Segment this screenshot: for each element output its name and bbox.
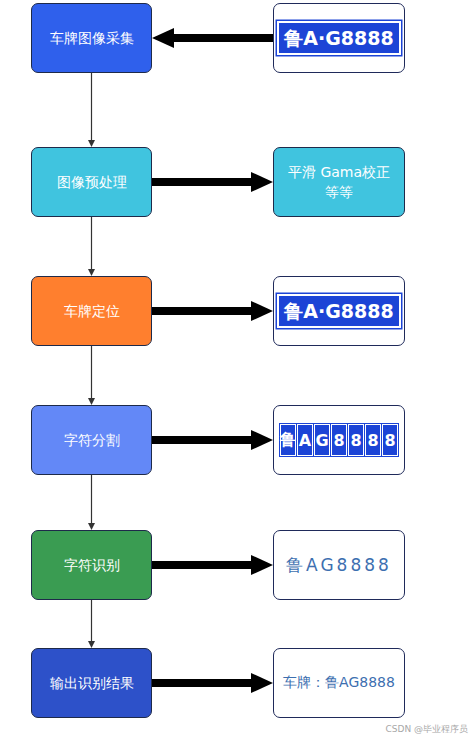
node-text: 车牌图像采集	[50, 28, 134, 48]
node-text: 图像预处理	[57, 172, 127, 192]
plate-character: 8	[348, 424, 364, 456]
plate-illustration: 鲁A·G8888	[277, 294, 400, 328]
thick-arrow	[174, 34, 273, 42]
process-box: 输出识别结果	[31, 648, 152, 718]
node-text: 输出识别结果	[50, 673, 134, 693]
flow-arrow	[91, 346, 92, 398]
node-text: 车牌：鲁AG8888	[283, 674, 395, 692]
plate-character: 8	[365, 424, 381, 456]
segment-strip: 鲁AG8888	[280, 424, 398, 456]
process-box: 平滑 Gama校正等等	[273, 147, 405, 217]
process-box: 车牌定位	[31, 276, 152, 346]
thick-arrow	[152, 436, 251, 444]
plate-image-box: 鲁A·G8888	[273, 3, 405, 73]
result-box: 鲁AG8888	[273, 530, 405, 600]
plate-image-box: 鲁AG8888	[273, 405, 405, 475]
node-text: 车牌定位	[64, 301, 120, 321]
thick-arrow	[152, 307, 251, 315]
plate-character: A	[297, 424, 313, 456]
process-box: 字符识别	[31, 530, 152, 600]
plate-number: 鲁A·G8888	[284, 300, 393, 322]
watermark: CSDN @毕业程序员	[385, 723, 468, 736]
node-text: 鲁AG8888	[286, 554, 392, 577]
node-text: 字符分割	[64, 430, 120, 450]
result-box: 车牌：鲁AG8888	[273, 648, 405, 718]
plate-image-box: 鲁A·G8888	[273, 276, 405, 346]
plate-character: 鲁	[280, 424, 296, 456]
flow-arrow	[91, 600, 92, 641]
process-box: 字符分割	[31, 405, 152, 475]
plate-character: G	[314, 424, 330, 456]
plate-illustration: 鲁A·G8888	[277, 21, 400, 55]
plate-number: 鲁A·G8888	[284, 27, 393, 49]
node-text: 平滑 Gama校正等等	[286, 162, 392, 202]
flow-arrow	[91, 73, 92, 140]
plate-character: 8	[382, 424, 398, 456]
flow-arrow	[91, 475, 92, 523]
plate-character: 8	[331, 424, 347, 456]
thick-arrow	[152, 561, 251, 569]
flow-arrow	[91, 217, 92, 269]
process-box: 图像预处理	[31, 147, 152, 217]
process-box: 车牌图像采集	[31, 3, 152, 73]
thick-arrow	[152, 679, 251, 687]
node-text: 字符识别	[64, 555, 120, 575]
thick-arrow	[152, 178, 251, 186]
